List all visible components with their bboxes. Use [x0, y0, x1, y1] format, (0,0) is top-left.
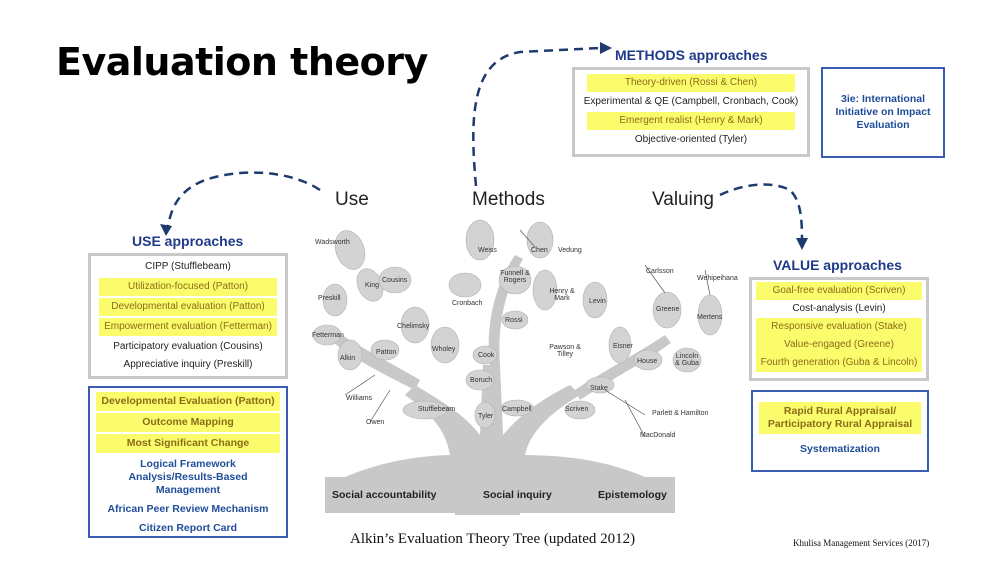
tree-name: Rossi: [505, 317, 523, 324]
use-extra: African Peer Review Mechanism: [107, 503, 269, 515]
tree-name: Stufflebeam: [418, 406, 456, 413]
tree-name: Henry & Mark: [549, 288, 575, 302]
use-extra: Citizen Report Card: [138, 522, 237, 534]
value-item: Cost-analysis (Levin): [792, 303, 886, 314]
value-extra: Systematization: [800, 443, 880, 455]
value-item: Responsive evaluation (Stake): [756, 318, 922, 336]
tree-name: Levin: [589, 298, 606, 305]
value-box: Goal-free evaluation (Scriven) Cost-anal…: [749, 277, 929, 381]
tree-name: Cook: [478, 352, 495, 359]
tree-name: Wehipeihana: [697, 275, 738, 282]
tree-name: Vedung: [558, 247, 582, 254]
slide-title: Evaluation theory: [56, 40, 428, 84]
methods-extra-box: 3ie: International Initiative on Impact …: [821, 67, 945, 158]
tree-name: Patton: [376, 349, 397, 356]
tree-name: Boruch: [470, 377, 493, 384]
credit-text: Khulisa Management Services (2017): [793, 538, 930, 548]
methods-item: Theory-driven (Rossi & Chen): [587, 74, 795, 92]
value-item: Value-engaged (Greene): [756, 336, 922, 354]
figure-caption: Alkin’s Evaluation Theory Tree (updated …: [350, 531, 636, 547]
tree-name: Chen: [531, 247, 548, 254]
tree-name: Cousins: [382, 277, 408, 284]
branch-use: Use: [335, 189, 369, 210]
branch-valuing: Valuing: [652, 189, 714, 210]
use-item: Developmental evaluation (Patton): [99, 298, 277, 316]
tree-name: Williams: [346, 395, 373, 402]
tree-name: Eisner: [613, 343, 633, 350]
tree-name: Tyler: [478, 413, 494, 420]
ground-label: Social inquiry: [483, 489, 552, 501]
tree-name: Wadsworth: [315, 239, 350, 246]
tree-name: Cronbach: [452, 300, 483, 307]
tree-name: Campbell: [502, 406, 532, 413]
methods-item: Objective-oriented (Tyler): [634, 134, 748, 145]
use-item: Utilization-focused (Patton): [99, 278, 277, 296]
use-extra-box: Developmental Evaluation (Patton) Outcom…: [88, 386, 288, 538]
tree-name: Stake: [590, 385, 608, 392]
methods-item: Experimental & QE (Campbell, Cronbach, C…: [583, 96, 799, 107]
tree-name: Lincoln & Guba: [675, 353, 699, 367]
branch-methods: Methods: [472, 189, 545, 210]
evaluation-tree: [312, 219, 723, 515]
ground-label: Epistemology: [598, 489, 667, 501]
use-extra: Outcome Mapping: [96, 413, 280, 432]
ground-label: Social accountability: [332, 489, 437, 501]
tree-name: Preskill: [318, 295, 341, 302]
tree-name: Wholey: [432, 346, 456, 353]
tree-name: Greene: [656, 306, 680, 313]
tree-name: Fetterman: [312, 332, 344, 339]
value-item: Goal-free evaluation (Scriven): [756, 282, 922, 300]
use-item: Empowerment evaluation (Fetterman): [99, 318, 277, 336]
tree-name: MacDonald: [640, 432, 676, 439]
use-item: CIPP (Stufflebeam): [145, 261, 231, 272]
value-heading: VALUE approaches: [773, 257, 902, 273]
value-extra: Rapid Rural Appraisal/ Participatory Rur…: [759, 402, 921, 434]
value-item: Fourth generation (Guba & Lincoln): [756, 354, 922, 372]
tree-name: Pawson & Tilley: [549, 344, 581, 358]
tree-name: Alkin: [340, 355, 356, 362]
use-extra: Most Significant Change: [96, 434, 280, 453]
tree-name: Funnell & Rogers: [500, 270, 530, 284]
value-extra-box: Rapid Rural Appraisal/ Participatory Rur…: [751, 390, 929, 472]
tree-name: Carlsson: [646, 268, 674, 275]
use-item: Participatory evaluation (Cousins): [113, 341, 263, 352]
methods-item: Emergent realist (Henry & Mark): [587, 112, 795, 130]
use-extra: Developmental Evaluation (Patton): [96, 392, 280, 411]
tree-name: Parlett & Hamilton: [652, 410, 709, 417]
tree-name: Scriven: [565, 406, 589, 413]
use-item: Appreciative inquiry (Preskill): [123, 359, 253, 370]
use-heading: USE approaches: [132, 233, 244, 249]
tree-name: Chelimsky: [397, 323, 430, 330]
methods-extra: 3ie: International Initiative on Impact …: [835, 93, 931, 131]
methods-box: Theory-driven (Rossi & Chen) Experimenta…: [572, 67, 810, 157]
tree-name: King: [365, 282, 380, 289]
tree-name: House: [637, 358, 658, 365]
tree-name: Owen: [366, 419, 385, 426]
tree-name: Mertens: [697, 314, 723, 321]
use-extra: Logical Framework Analysis/Results-Based…: [128, 458, 248, 496]
methods-heading: METHODS approaches: [615, 47, 768, 63]
tree-name: Weiss: [478, 247, 497, 254]
use-box: CIPP (Stufflebeam) Utilization-focused (…: [88, 253, 288, 379]
